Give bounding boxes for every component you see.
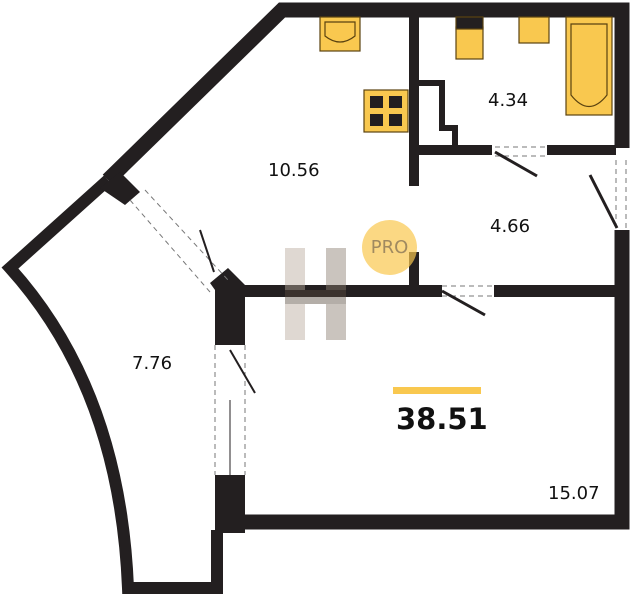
watermark-pro-badge: PRO	[362, 220, 417, 275]
bath-sink	[518, 16, 550, 44]
watermark-logo	[285, 248, 346, 340]
total-area-accent-bar	[393, 387, 481, 394]
outer-wall-right	[238, 230, 630, 530]
window-sash	[199, 229, 215, 273]
room-area-hallway: 4.66	[490, 216, 531, 237]
door-leaf	[588, 174, 619, 229]
room-area-room: 15.07	[548, 483, 600, 504]
duct	[418, 80, 458, 146]
toilet	[455, 26, 484, 60]
door-leaf	[441, 289, 486, 317]
wall-column	[215, 475, 245, 533]
bathtub	[565, 16, 613, 116]
outer-wall-top	[102, 2, 630, 186]
kitchen-sink	[319, 16, 361, 52]
wall-column	[210, 268, 245, 345]
total-area: 38.51	[396, 402, 488, 436]
room-area-balcony: 7.76	[132, 353, 173, 374]
door-leaf	[494, 150, 538, 178]
wall-column	[100, 172, 140, 205]
stove-burners	[370, 96, 402, 126]
room-area-bathroom: 4.34	[488, 90, 529, 111]
fixtures	[319, 16, 613, 133]
room-area-kitchen: 10.56	[268, 160, 320, 181]
balcony-wall	[1, 175, 223, 594]
window-sash	[229, 349, 256, 394]
